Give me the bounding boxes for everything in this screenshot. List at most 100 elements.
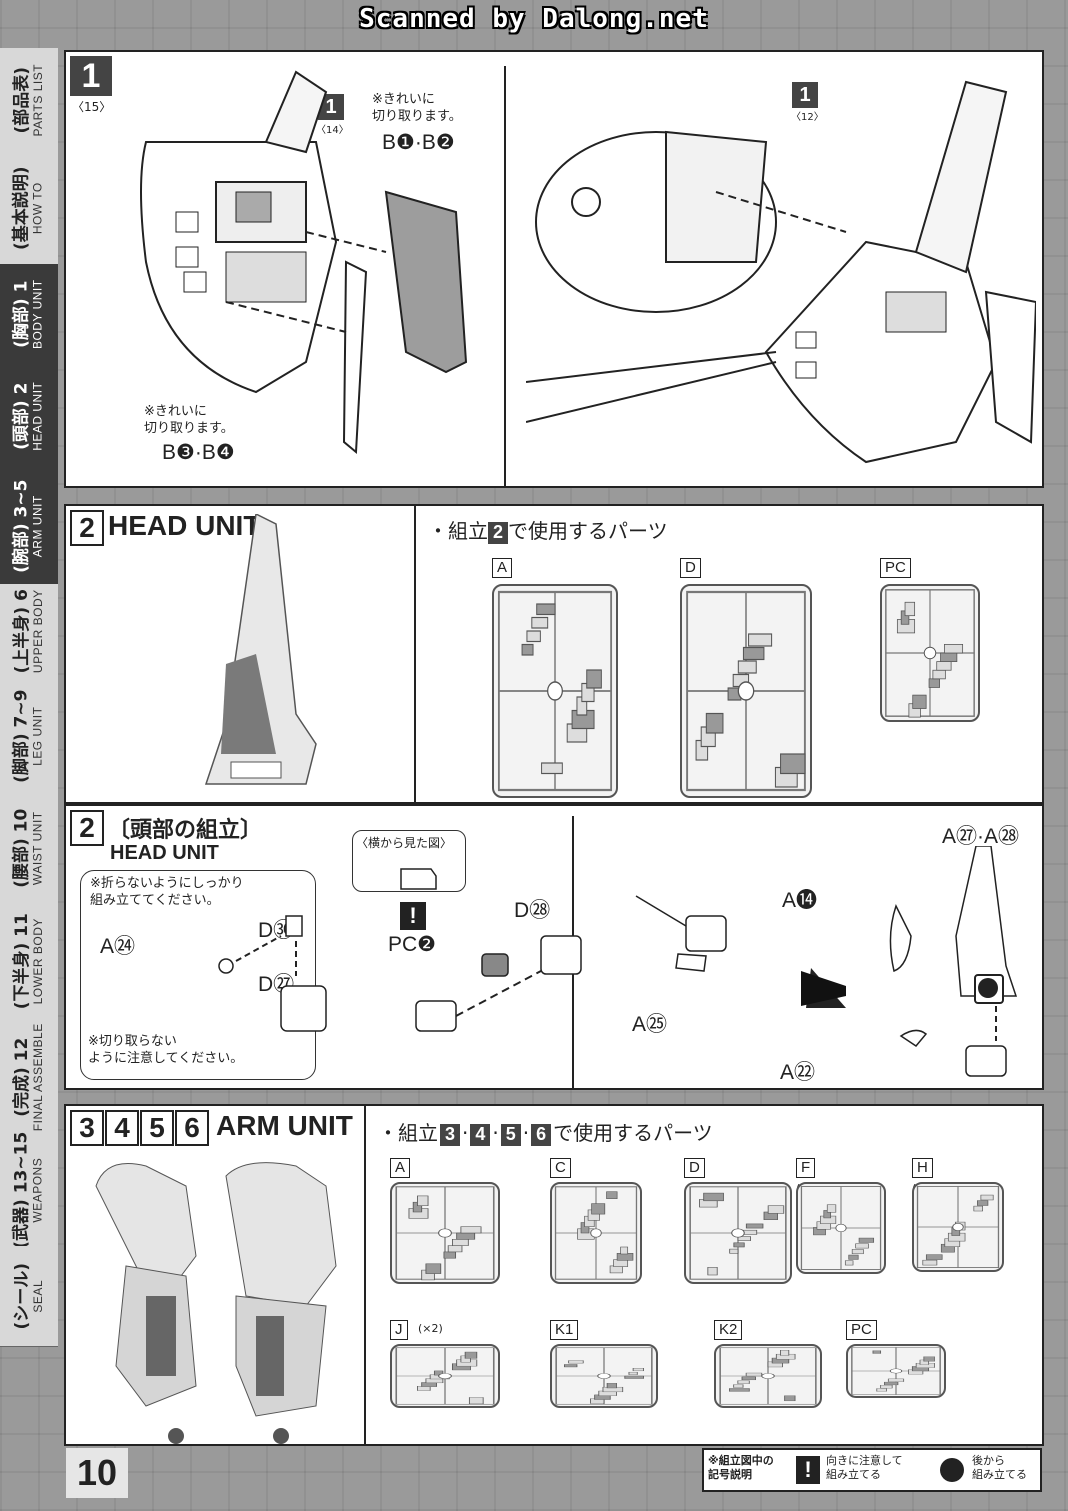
sidebar-tab-en: LOWER BODY [30,917,45,1005]
sidebar-tab-jp: (頭部) 2 [11,382,32,450]
caption-step: 5 [500,1123,521,1146]
symbol-legend: ※組立図中の 記号説明 ! 向きに注意して 組み立てる 後から 組み立てる [702,1448,1042,1492]
runner-label: J [390,1320,408,1340]
runner-label: K1 [550,1320,579,1340]
sidebar-tab-jp: (脚部) 7~9 [11,689,32,783]
step-number: 3 [70,1110,104,1146]
caption-suffix: で使用するパーツ [508,519,668,543]
step-number: 2 [70,510,104,546]
sidebar-tab-jp: (下半身) 11 [11,912,32,1010]
step-number: 2 [70,810,104,846]
divider [504,66,506,486]
sidebar-tab-jp: (腕部) 3~5 [11,479,32,573]
sidebar-tab-en: FINAL ASSEMBLE [30,1023,45,1131]
arm-unit-image [95,1162,337,1444]
watermark: Scanned by Dalong.net [359,4,709,34]
caption-step: 3 [440,1123,460,1146]
runner-sprue [390,1344,500,1408]
sidebar-tab: (部品表)PARTS LIST [0,48,58,153]
sidebar-tab: (基本説明)HOW TO [0,152,58,265]
runner-multiplier: (×2) [418,1322,443,1335]
runner-sprue [846,1344,946,1398]
part-a24: A㉔ [100,935,136,958]
sidebar-tab-en: BODY UNIT [30,279,45,349]
sidebar-tab-en: WAIST UNIT [30,811,45,885]
runner-label: A [390,1158,411,1178]
caption-suffix: で使用するパーツ [553,1121,713,1145]
runner-sprue [796,1182,886,1274]
sidebar-tab-jp: (腰部) 10 [11,808,32,888]
sidebar-tab-en: SEAL [30,1279,45,1313]
sidebar-tab-jp: (上半身) 6 [11,588,32,674]
parts-b1-b2: B❶·B❷ [382,131,455,154]
sidebar-tab: (シール)SEAL [0,1246,58,1347]
part-a14: A⓮ [782,889,818,912]
runner-label: A [492,558,513,578]
part-d30: D㉚ [258,919,295,942]
sidebar-tab-jp: (基本説明) [11,166,32,250]
chest-assembly-drawing [140,70,468,455]
caution-icon: ! [400,902,426,930]
parts-b3-b4: B❸·B❹ [162,441,235,464]
sidebar-tab-en: UPPER BODY [30,589,45,673]
divider [364,1106,366,1444]
sidebar-tab-jp: (シール) [11,1262,32,1330]
note-fold: ※折らないようにしっかり 組み立ててください。 [90,876,244,908]
part-d28: D㉘ [514,899,551,922]
sidebar-tab-en: PARTS LIST [30,63,45,137]
mini-ref-right: 〈12〉 [791,112,824,123]
divider [414,506,416,802]
sidebar-tab-jp: (胸部) 1 [11,280,32,348]
step-number: 1 [70,56,112,96]
part-a22: A㉒ [780,1061,816,1084]
legend-item2: 後から 組み立てる [972,1454,1027,1482]
runner-sprue [550,1344,658,1408]
step-ref: 〈15〉 [72,100,112,114]
sidebar-tab-en: HOW TO [30,182,45,234]
mini-ref-left: 〈14〉 [316,125,349,136]
runner-sprue [550,1182,642,1284]
part-pc2: PC❷ [388,933,436,956]
attach-later-icon [940,1458,964,1482]
caption-step: 6 [531,1123,552,1146]
chest-head-drawing [526,80,1036,464]
sidebar-tab-jp: (部品表) [11,66,32,134]
runner-label: D [680,558,701,578]
runner-sprue [880,584,980,722]
section-title: ARM UNIT [216,1110,353,1141]
attach-later-disc [978,978,998,998]
sidebar-tab-jp: (武器) 13~15 [11,1131,32,1249]
part-a27-a28: A㉗·A㉘ [942,825,1020,848]
runner-label: F [796,1158,816,1178]
runner-label: H [912,1158,933,1178]
page-number: 10 [66,1448,128,1498]
section-title: HEAD UNIT [108,510,261,541]
runner-sprue [680,584,812,798]
assembly-title-en: HEAD UNIT [110,842,219,864]
cut-note-bottom: ※きれいに 切り取ります。 [144,404,234,436]
sidebar-tab-en: ARM UNIT [30,495,45,558]
note-cut: ※切り取らない ように注意してください。 [88,1034,244,1066]
legend-item1: 向きに注意して 組み立てる [826,1454,903,1482]
sidebar-tab-en: HEAD UNIT [30,381,45,451]
runner-label: PC [846,1320,877,1340]
part-a25: A㉕ [632,1013,668,1036]
caption-step: 2 [488,521,508,544]
runner-sprue [912,1182,1004,1272]
runner-label: D [684,1158,705,1178]
caption-prefix: ・組立 [428,519,488,543]
sidebar-tab-en: WEAPONS [30,1157,45,1223]
